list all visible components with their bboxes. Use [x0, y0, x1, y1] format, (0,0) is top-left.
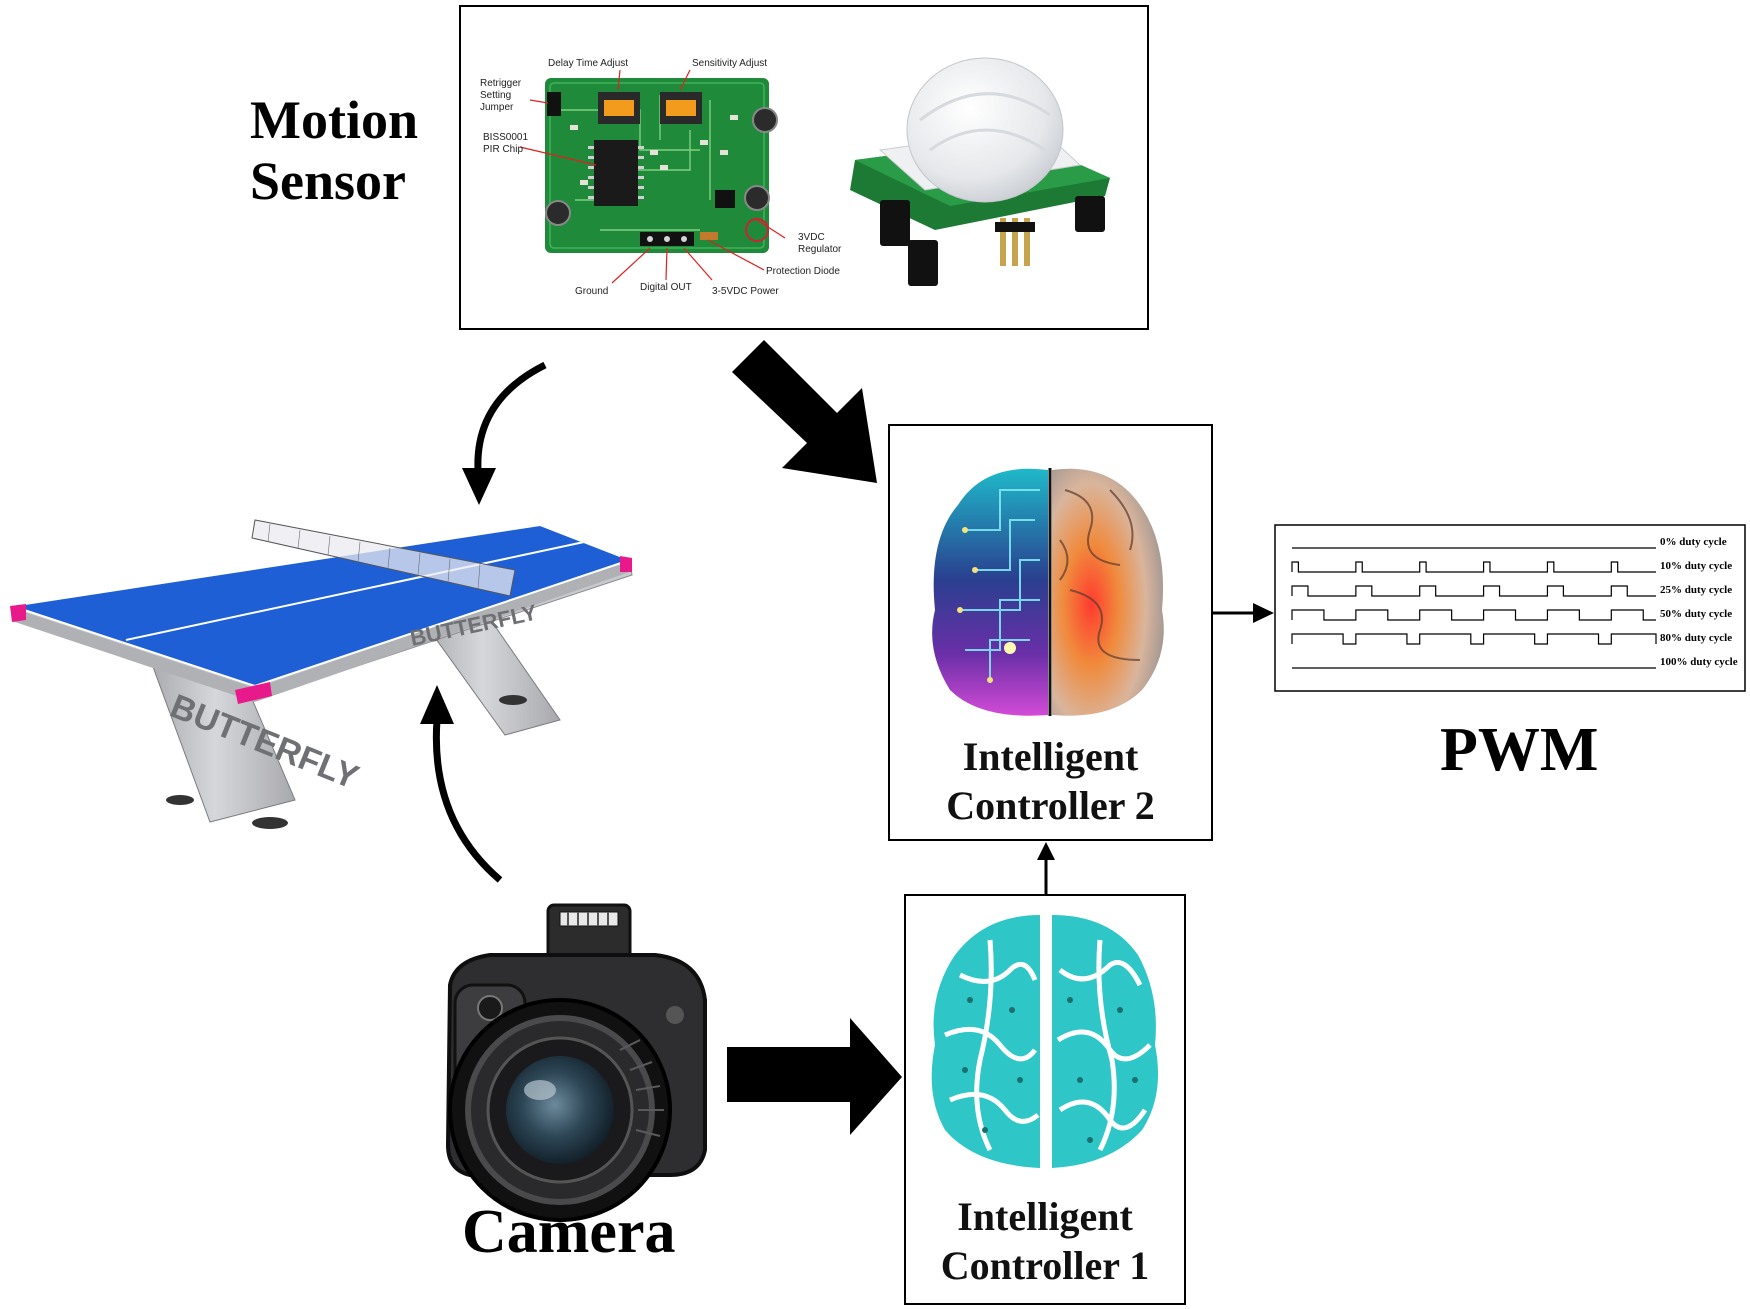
ping-pong-table	[10, 519, 633, 829]
pwm-label: PWM	[1440, 716, 1599, 784]
pwm-wave-1	[1291, 561, 1656, 573]
controller1-label-line2: Controller 1	[940, 1242, 1150, 1288]
pwm-box	[1274, 524, 1746, 692]
camera-label: Camera	[462, 1198, 676, 1266]
callout-retrigger-line3: Jumper	[480, 102, 514, 113]
pwm-wave-4	[1291, 633, 1657, 645]
callout-ground: Ground	[575, 286, 609, 297]
callout-chip-line1: BISS0001	[483, 132, 529, 143]
pwm-row-label-2: 25% duty cycle	[1660, 584, 1733, 596]
pwm-waveforms	[1291, 547, 1657, 669]
callout-regulator-line2: Regulator	[798, 244, 842, 255]
curved-arrowhead-up	[420, 685, 454, 724]
table-net	[251, 519, 516, 597]
callout-retrigger-line1: Retrigger	[480, 78, 522, 89]
motion-sensor-title-line2: Sensor	[250, 151, 407, 212]
callout-diode: Protection Diode	[766, 266, 840, 277]
brain-circuit-image	[931, 915, 1159, 1168]
callout-chip: BISS0001 PIR Chip	[483, 132, 528, 156]
callout-regulator: 3VDC Regulator	[798, 232, 841, 256]
pwm-wave-2	[1291, 585, 1656, 597]
callout-sensitivity: Sensitivity Adjust	[692, 58, 768, 69]
motion-sensor-title-line1: Motion	[250, 90, 418, 150]
curved-arrow-camera-to-table	[432, 719, 503, 883]
pir-pcb-image	[545, 78, 778, 253]
callout-delay: Delay Time Adjust	[548, 58, 629, 69]
callout-chip-line2: PIR Chip	[483, 144, 524, 155]
curved-arrowhead-down	[462, 468, 496, 505]
brain-hybrid-image	[932, 468, 1164, 716]
pwm-row-label-3: 50% duty cycle	[1660, 608, 1733, 620]
controller1-label: Intelligent Controller 1	[905, 1193, 1185, 1291]
pwm-row-label-5: 100% duty cycle	[1660, 656, 1738, 668]
controller2-label-line2: Controller 2	[946, 782, 1155, 828]
pwm-wave-3	[1291, 609, 1656, 621]
pwm-row-label-1: 10% duty cycle	[1660, 560, 1733, 572]
controller2-label: Intelligent Controller 2	[889, 733, 1212, 831]
controller2-label-line1: Intelligent	[962, 734, 1139, 779]
arrow-camera-to-controller1	[727, 1018, 902, 1135]
pir-dome-image	[850, 57, 1110, 286]
motion-sensor-title: Motion Sensor	[250, 90, 418, 212]
pwm-row-label-4: 80% duty cycle	[1660, 632, 1733, 644]
camera-image	[445, 903, 707, 1222]
pwm-row-label-0: 0% duty cycle	[1660, 536, 1727, 548]
arrow-sensor-to-controller2	[732, 340, 877, 483]
callout-retrigger-line2: Setting	[480, 90, 512, 101]
callout-digital-out: Digital OUT	[640, 282, 692, 293]
callout-retrigger: Retrigger Setting Jumper	[480, 78, 521, 114]
callout-lines	[519, 69, 786, 284]
controller1-label-line1: Intelligent	[957, 1194, 1133, 1239]
curved-arrow-sensor-to-table	[474, 361, 547, 471]
arrowhead-up-small	[1037, 842, 1055, 860]
callout-power: 3-5VDC Power	[712, 286, 779, 297]
arrowhead-right-small	[1253, 603, 1274, 623]
callout-regulator-line1: 3VDC	[798, 232, 825, 243]
